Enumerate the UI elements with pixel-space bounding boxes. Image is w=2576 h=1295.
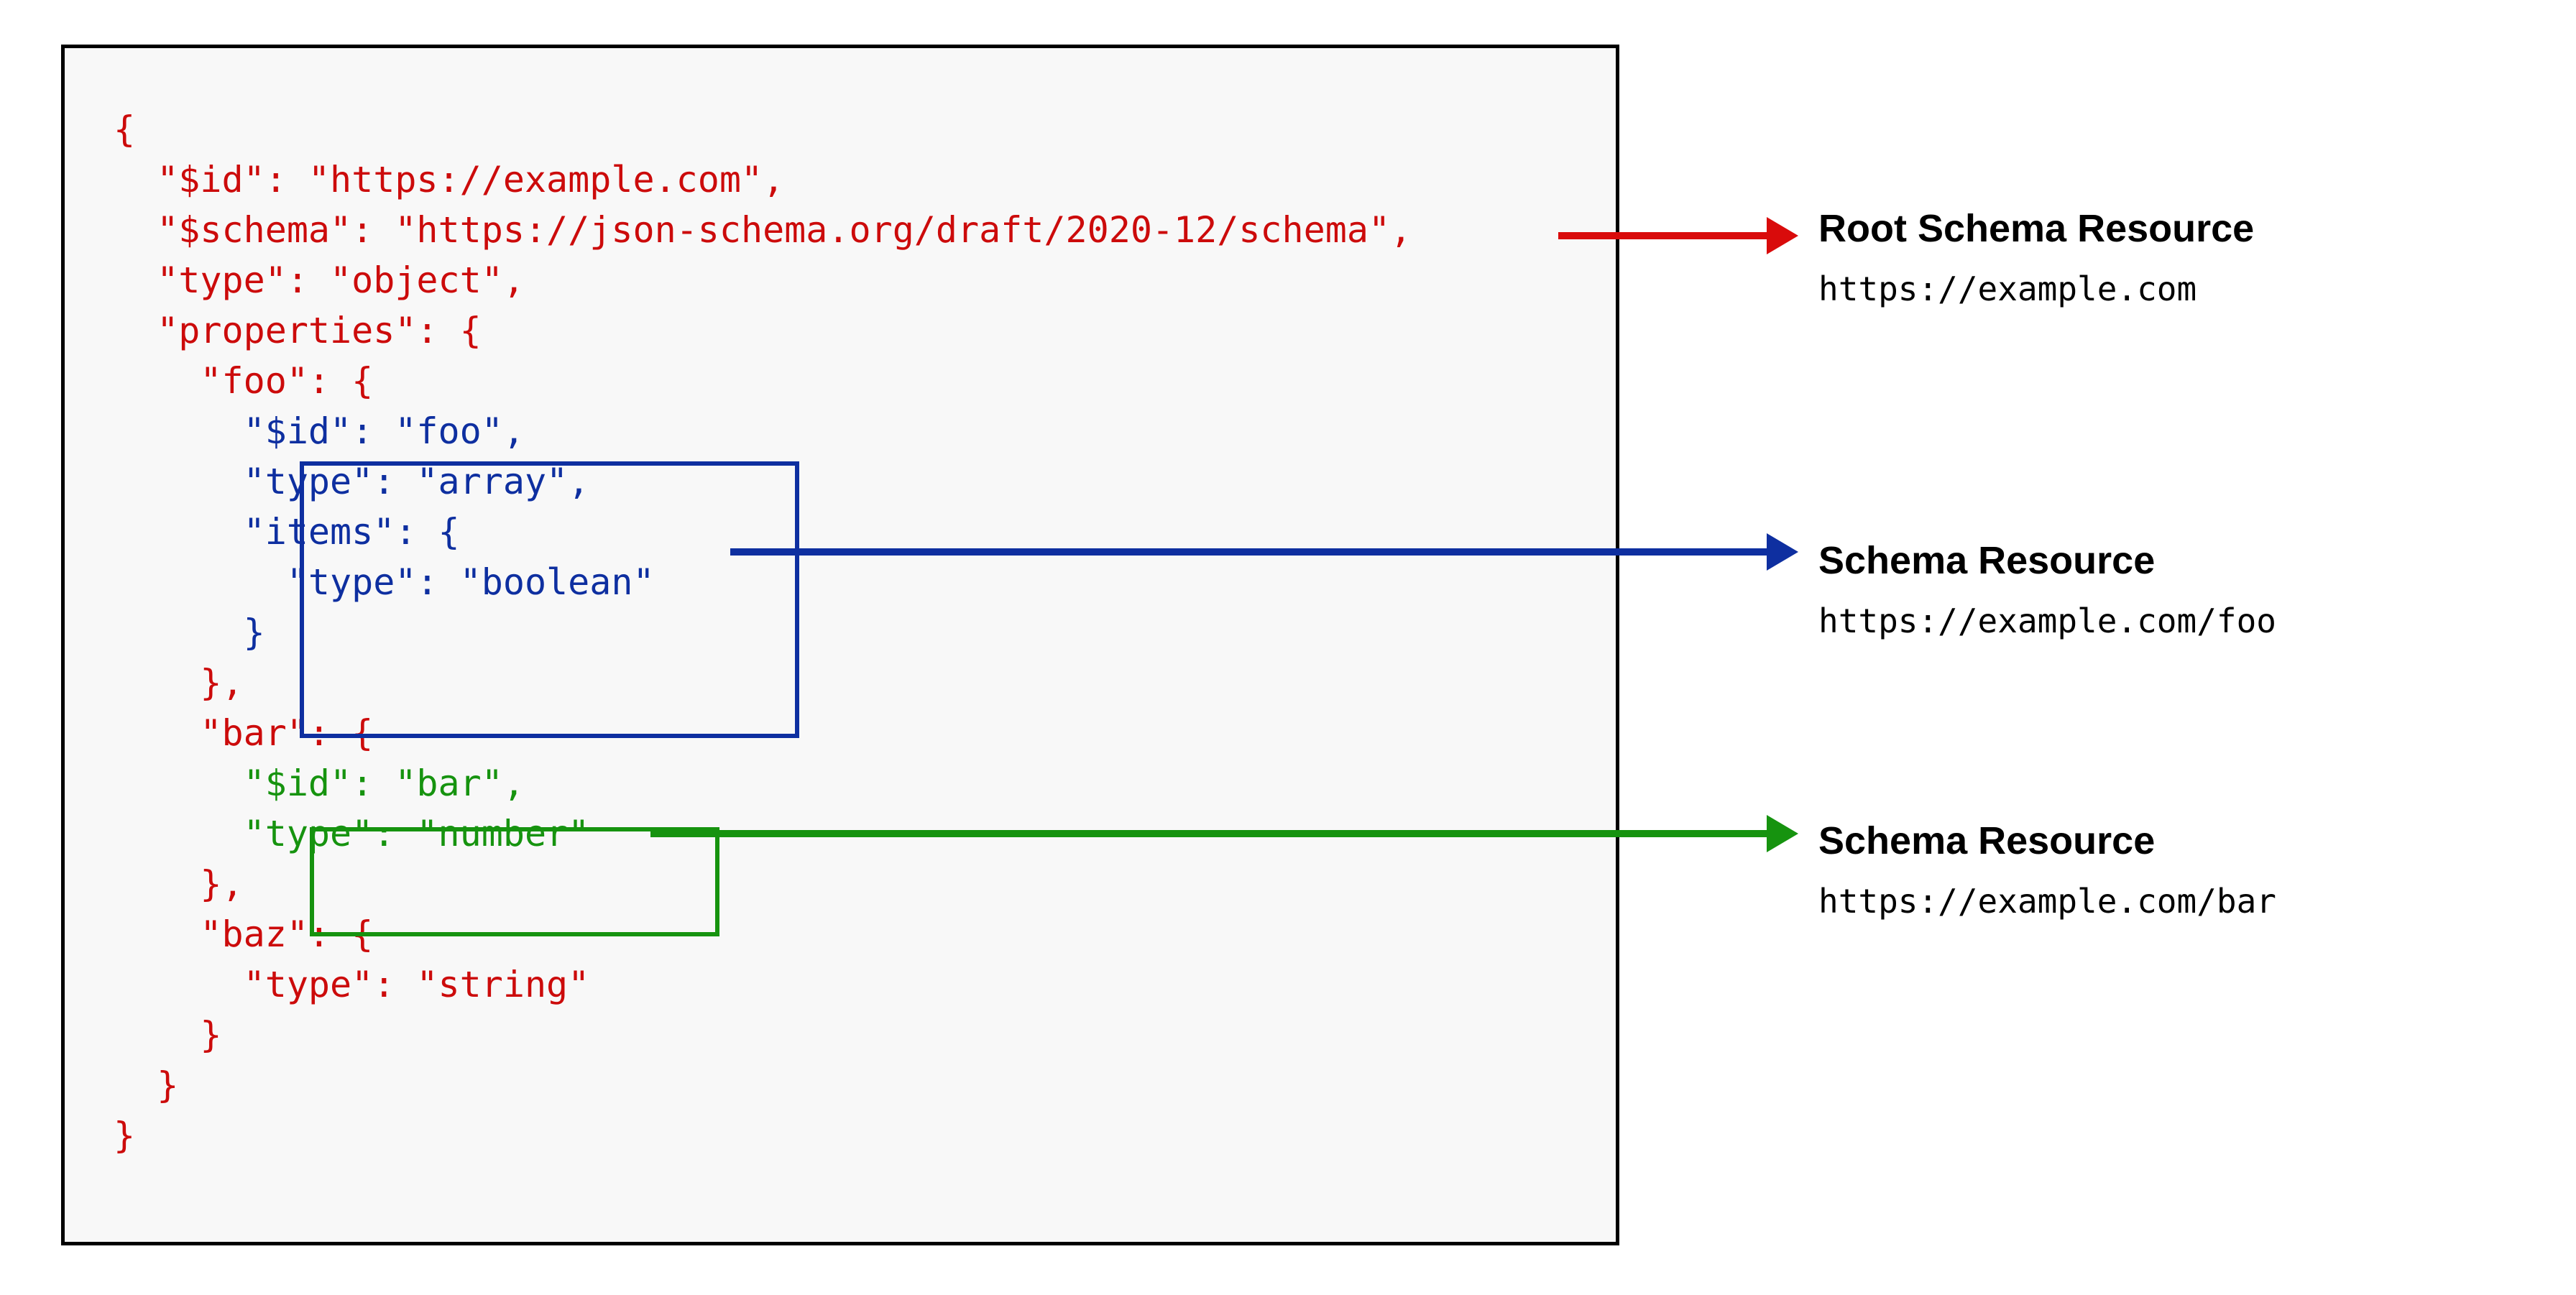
json-code-block: { "$id": "https://example.com", "$schema… — [114, 104, 1412, 1161]
code-line-20: } — [114, 1115, 136, 1156]
arrow-head-foo-schema-resource — [1767, 533, 1798, 571]
code-line-19: } — [114, 1064, 179, 1106]
arrow-line-foo-schema-resource — [730, 548, 1774, 556]
code-line-0: { — [114, 109, 136, 150]
arrow-head-bar-schema-resource — [1767, 815, 1798, 852]
arrow-line-root-schema-resource — [1558, 232, 1774, 239]
code-line-8: "items": { — [114, 511, 460, 553]
code-line-4: "properties": { — [114, 310, 482, 351]
code-line-1: "$id": "https://example.com", — [114, 159, 785, 201]
annotation-root-schema-resource: Root Schema Resource https://example.com — [1818, 206, 2254, 309]
code-line-14: "type": "number" — [114, 813, 590, 854]
code-line-6: "$id": "foo", — [114, 410, 525, 452]
arrow-line-bar-schema-resource — [650, 830, 1774, 837]
code-line-17: "type": "string" — [114, 964, 590, 1005]
annotation-bar-schema-resource: Schema Resource https://example.com/bar — [1818, 818, 2276, 921]
code-line-15: }, — [114, 863, 244, 905]
arrow-head-root-schema-resource — [1767, 217, 1798, 254]
annotation-foo-schema-resource: Schema Resource https://example.com/foo — [1818, 538, 2276, 641]
code-line-16: "baz": { — [114, 913, 374, 955]
code-line-9: "type": "boolean" — [114, 561, 655, 603]
annotation-title: Schema Resource — [1818, 819, 2156, 862]
annotation-uri: https://example.com — [1818, 269, 2197, 308]
code-line-3: "type": "object", — [114, 259, 525, 301]
annotation-uri: https://example.com/bar — [1818, 882, 2276, 921]
code-line-13: "$id": "bar", — [114, 762, 525, 804]
code-line-5: "foo": { — [114, 360, 374, 402]
annotation-title: Root Schema Resource — [1818, 207, 2255, 250]
json-code-panel: { "$id": "https://example.com", "$schema… — [61, 45, 1619, 1245]
code-line-7: "type": "array", — [114, 461, 590, 502]
annotation-uri: https://example.com/foo — [1818, 602, 2276, 640]
code-line-12: "bar": { — [114, 712, 374, 754]
code-line-18: } — [114, 1014, 222, 1056]
code-line-10: } — [114, 612, 265, 653]
code-line-2: "$schema": "https://json-schema.org/draf… — [114, 209, 1412, 251]
annotation-title: Schema Resource — [1818, 539, 2156, 582]
code-line-11: }, — [114, 662, 244, 704]
